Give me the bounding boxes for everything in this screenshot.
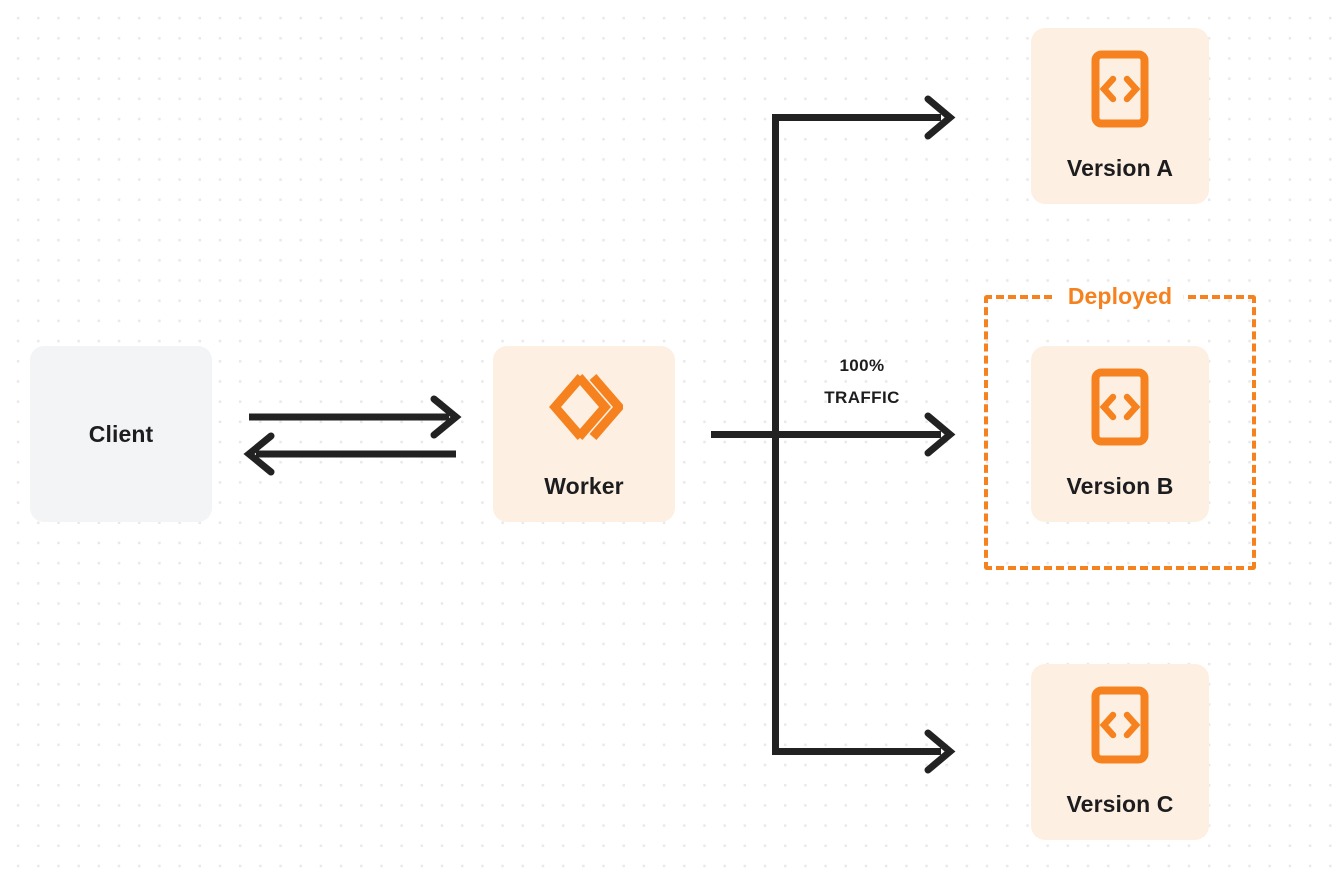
edge-worker-to-version-c bbox=[772, 729, 956, 774]
node-client[interactable]: Client bbox=[30, 346, 212, 522]
code-brackets-icon bbox=[1091, 50, 1149, 133]
traffic-percentage-label: 100% TRAFFIC bbox=[786, 350, 938, 415]
node-version-c[interactable]: Version C bbox=[1031, 664, 1209, 840]
node-version-b-label: Version B bbox=[1066, 473, 1174, 499]
node-version-c-label: Version C bbox=[1066, 791, 1174, 817]
node-version-a-label: Version A bbox=[1066, 155, 1174, 181]
node-worker-label: Worker bbox=[544, 473, 624, 499]
node-version-a[interactable]: Version A bbox=[1031, 28, 1209, 204]
group-deployed: Deployed bbox=[984, 283, 1256, 570]
edge-worker-to-version-b bbox=[711, 412, 956, 457]
traffic-percent-value: 100% bbox=[839, 356, 885, 375]
code-brackets-icon bbox=[1091, 368, 1149, 451]
traffic-word-label: TRAFFIC bbox=[824, 388, 900, 408]
node-client-label: Client bbox=[88, 420, 154, 447]
code-brackets-icon bbox=[1091, 686, 1149, 769]
edge-worker-to-version-a bbox=[772, 95, 956, 140]
group-deployed-label: Deployed bbox=[1055, 283, 1185, 310]
node-version-b[interactable]: Version B bbox=[1031, 346, 1209, 522]
node-worker[interactable]: Worker bbox=[493, 346, 675, 522]
workers-logo-icon bbox=[545, 368, 625, 451]
edge-client-to-worker bbox=[249, 395, 462, 439]
edge-worker-to-client bbox=[243, 432, 456, 476]
